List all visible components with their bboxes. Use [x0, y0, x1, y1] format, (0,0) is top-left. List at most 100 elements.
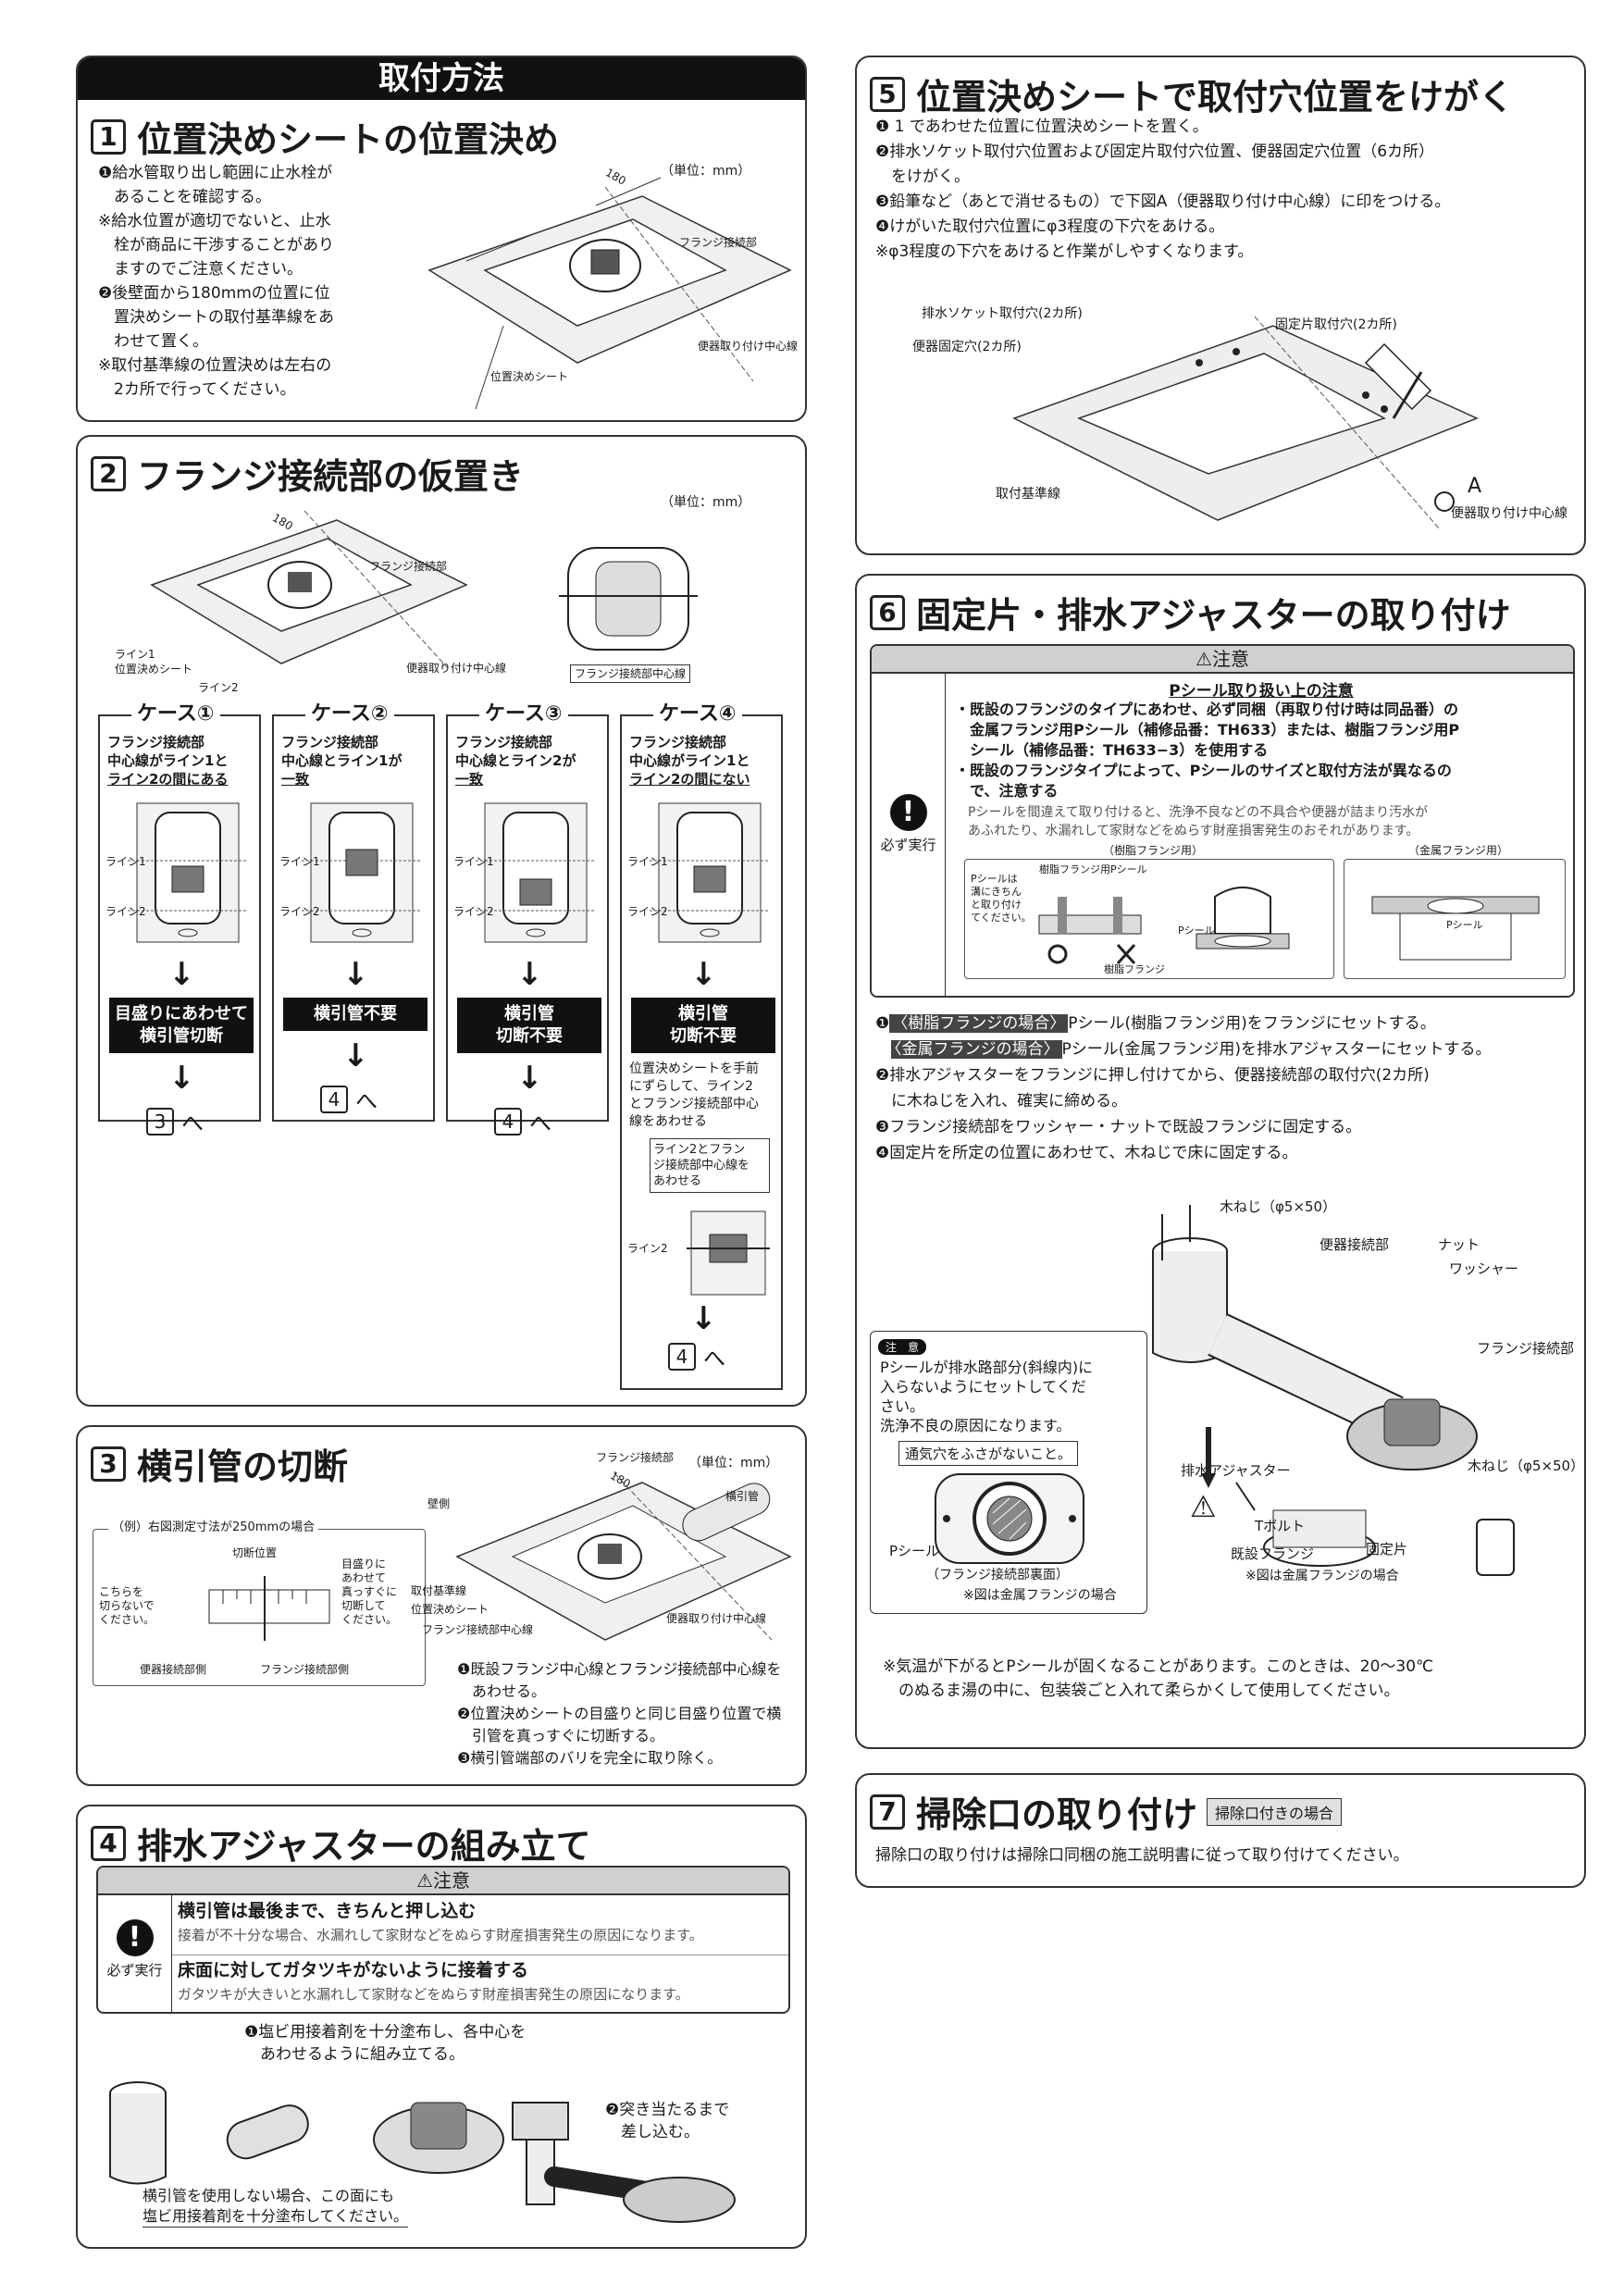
label-metal-note: ※図は金属フランジの場合 [1245, 1569, 1399, 1583]
section-title: 横引管の切断 [137, 1446, 349, 1487]
must-do-icon: ! [116, 1919, 154, 1956]
label-sheet: 位置決めシート [115, 663, 193, 676]
s4-step1: ❶塩ビ用接着剤を十分塗布し、各中心を あわせるように組み立てる。 [244, 2023, 527, 2064]
must-do-cell: ! 必ず実行 [872, 674, 946, 996]
note-metal-label: ※図は金属フランジの場合 [963, 1588, 1117, 1603]
down-arrow-icon: ↓ [690, 1300, 717, 1337]
must-do-cell: ! 必ず実行 [98, 1895, 172, 2012]
case-diagram [302, 802, 422, 943]
section-title: 位置決めシートの位置決め [137, 119, 560, 160]
down-arrow-icon: ↓ [690, 956, 717, 993]
case-line2: ライン2 [279, 905, 320, 918]
resin-flange-caption: （樹脂フランジ用） [1103, 844, 1204, 857]
s3-cut-illustration [455, 1472, 792, 1641]
down-arrow-icon: ↓ [168, 956, 195, 993]
page-header: 取付方法 [78, 57, 805, 100]
label-screw1: 木ねじ（φ5×50） [1220, 1198, 1337, 1215]
section-number: 6 [870, 594, 905, 630]
case-result: 横引管切断不要 [631, 998, 775, 1053]
example-caption: （例）右図測定寸法が250mmの場合 [108, 1521, 319, 1534]
down-arrow-icon: ↓ [516, 956, 543, 993]
must-do-label: 必ず実行 [106, 1962, 163, 1979]
section-title: 位置決めシートで取付穴位置をけがく [916, 77, 1515, 118]
s6-note-box: 注 意 Pシールが排水路部分(斜線内)に入らないようにセットしてください。洗浄不… [870, 1331, 1147, 1614]
section-7-badge: 掃除口付きの場合 [1207, 1797, 1343, 1826]
label-tbolt: Tボルト [1255, 1518, 1306, 1534]
resin-pseal-label: 樹脂フランジ用Pシール [1039, 863, 1147, 875]
section-4: 4 排水アジャスターの組み立て ⚠注意 ! 必ず実行 横引管は最後まで、きちんと… [76, 1805, 807, 2249]
unit-label: （単位：mm） [661, 495, 751, 510]
case-line2: ライン2 [453, 905, 494, 918]
side-bowl-label: 便器接続部側 [140, 1663, 207, 1676]
case4-note: ライン2とフランジ接続部中心線をあわせる [650, 1138, 770, 1193]
caution-item-2: 床面に対してガタツキがないように接着する ガタツキが大きいと水漏れして家財などを… [178, 1960, 689, 2003]
s4-parts-illustration [109, 2081, 504, 2185]
case-desc: フランジ接続部中心線がライン1とライン2の間にある [107, 734, 229, 788]
case-diagram [476, 802, 596, 943]
side-flange-label: フランジ接続部側 [260, 1663, 350, 1676]
metal-flange-icon [1371, 896, 1540, 961]
section-number: 2 [91, 455, 126, 491]
case-result: 横引管不要 [283, 998, 427, 1031]
section-7: 7 掃除口の取り付け 掃除口付きの場合 掃除口の取り付けは掃除口同梱の施工説明書… [855, 1773, 1586, 1888]
s6-footer: ※気温が下がるとPシールが固くなることがあります。このときは、20〜30℃ のぬ… [883, 1657, 1434, 1700]
resin-flange-figure: Pシールは溝にきちんと取り付けてください。 樹脂フランジ用Pシール Pシール 樹… [964, 859, 1334, 979]
section-number: 7 [870, 1793, 905, 1830]
case-line1: ライン1 [453, 855, 494, 868]
section-1: 取付方法 1 位置決めシートの位置決め ❶給水管取り出し範囲に止水栓が あること… [76, 56, 807, 422]
s5-marking-illustration [1012, 316, 1479, 530]
down-arrow-icon: ↓ [342, 956, 369, 993]
label-bowl-holes: 便器固定穴(2カ所) [912, 340, 1022, 354]
label-wall: 壁側 [427, 1497, 451, 1510]
unit-label: （単位：mm） [688, 1456, 779, 1471]
down-arrow-icon: ↓ [168, 1060, 195, 1097]
s6-caution-box: ⚠注意 ! 必ず実行 Pシール取り扱い上の注意 ・既設のフランジのタイプにあわせ… [870, 644, 1575, 998]
section-title: 排水アジャスターの組み立て [137, 1826, 591, 1867]
section-2-heading: 2 フランジ接続部の仮置き [91, 448, 524, 499]
s4-step2: ❷突き当たるまで 差し込む。 [605, 2101, 730, 2141]
section-2: 2 フランジ接続部の仮置き （単位：mm） 180 フランジ接続部 ライン1 位… [76, 435, 807, 1407]
label-center: 便器取り付け中心線 [666, 1612, 767, 1625]
label-flange: フランジ接続部 [596, 1451, 675, 1464]
section-3: 3 横引管の切断 （単位：mm） （例）右図測定寸法が250mmの場合 切断位置… [76, 1425, 807, 1786]
label-flange: フランジ接続部 [369, 560, 448, 573]
must-do-icon: ! [889, 794, 927, 831]
section-6-heading: 6 固定片・排水アジャスターの取り付け [870, 587, 1511, 638]
section-7-heading: 7 掃除口の取り付け 掃除口付きの場合 [870, 1786, 1343, 1837]
pseal-warning: Pシールを間違えて取り付けると、洗浄不良などの不具合や便器が詰まり汚水が あふれ… [955, 805, 1429, 838]
note-pseal-label: Pシール [889, 1543, 940, 1559]
must-do-label: 必ず実行 [880, 837, 936, 853]
note-back-label: （フランジ接続部裏面） [926, 1568, 1069, 1582]
section-5-heading: 5 位置決めシートで取付穴位置をけがく [870, 68, 1514, 119]
section-title: 掃除口の取り付け [916, 1794, 1198, 1835]
section-number: 3 [91, 1446, 126, 1482]
s1-sheet-illustration [427, 177, 792, 410]
cut-position-label: 切断位置 [232, 1546, 278, 1559]
s2-flange-closeup [559, 547, 698, 651]
label-base-line: 取付基準線 [996, 487, 1060, 502]
case-title: ケース② [305, 701, 394, 727]
down-arrow-icon: ↓ [516, 1060, 543, 1097]
pseal-label-metal: Pシール [1446, 919, 1483, 931]
case4-diagram [687, 1210, 770, 1296]
cut-example-box: （例）右図測定寸法が250mmの場合 切断位置 こちらを切らないでください。 目… [93, 1521, 426, 1686]
down-arrow-icon: ↓ [342, 1037, 369, 1074]
case-line1: ライン1 [279, 855, 320, 868]
label-bowl-conn: 便器接続部 [1319, 1236, 1390, 1253]
label-flange: フランジ接続部 [679, 236, 758, 249]
section-6: 6 固定片・排水アジャスターの取り付け ⚠注意 ! 必ず実行 Pシール取り扱い上… [855, 574, 1586, 1749]
case-line1: ライン1 [105, 855, 146, 868]
label-center: 便器取り付け中心線 [406, 662, 507, 675]
label-adjuster: 排水アジャスター [1181, 1462, 1291, 1479]
case-title: ケース① [131, 701, 220, 727]
label-nut: ナット [1438, 1236, 1481, 1253]
unit-label: （単位：mm） [661, 164, 751, 179]
section-4-heading: 4 排水アジャスターの組み立て [91, 1818, 591, 1868]
section-title: フランジ接続部の仮置き [137, 456, 525, 497]
caution-item-1: 横引管は最後まで、きちんと押し込む 接着が不十分な場合、水漏れして家財などをぬら… [178, 1901, 703, 1943]
